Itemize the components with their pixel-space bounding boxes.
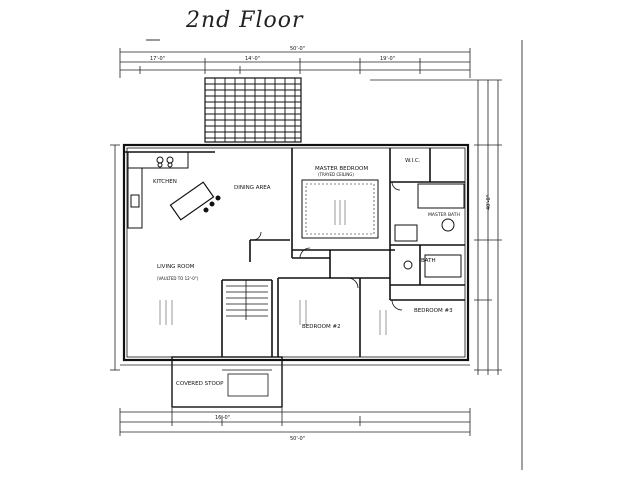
stair-treads — [226, 280, 268, 320]
kitchen-counters — [127, 151, 189, 229]
right-dimensions — [370, 79, 502, 375]
label-dining: DINING AREA — [234, 185, 271, 191]
label-tray-ceiling: (TRAYED CEILING) — [318, 172, 354, 177]
exterior-walls — [122, 143, 470, 362]
page-title: 2nd Floor — [186, 8, 304, 33]
dim-overall-width: 50'-0" — [290, 46, 305, 52]
annotation-marks — [159, 200, 387, 335]
label-bath: BATH — [421, 258, 436, 264]
tray-ceiling — [301, 179, 379, 239]
label-bedroom2: BEDROOM #2 — [302, 324, 341, 330]
dim-top-mid: 14'-0" — [245, 56, 260, 62]
bottom-dimensions — [119, 364, 471, 436]
label-master-bath: MASTER BATH — [428, 212, 460, 218]
dim-top-left: 17'-0" — [150, 56, 165, 62]
covered-stoop — [171, 356, 283, 408]
top-dimensions — [119, 48, 471, 78]
label-living-room: LIVING ROOM — [157, 264, 195, 270]
dim-stoop-width: 16'-0" — [215, 415, 230, 421]
label-kitchen: KITCHEN — [153, 179, 177, 185]
label-covered-stoop: COVERED STOOP — [176, 381, 224, 387]
left-dimensions — [110, 144, 120, 371]
dim-top-right: 19'-0" — [380, 56, 395, 62]
dim-bottom-total: 50'-0" — [290, 436, 305, 442]
label-vaulted: (VAULTED TO 12'-0") — [157, 276, 199, 281]
kitchen-island — [169, 181, 221, 221]
rear-deck — [204, 77, 302, 143]
label-bedroom3: BEDROOM #3 — [414, 308, 453, 314]
dim-depth-right: 40'-0" — [486, 195, 492, 210]
master-bath-fixtures — [394, 183, 465, 278]
label-wic: W.I.C. — [405, 158, 421, 164]
label-master-bedroom: MASTER BEDROOM — [315, 166, 368, 172]
doors — [252, 181, 403, 311]
